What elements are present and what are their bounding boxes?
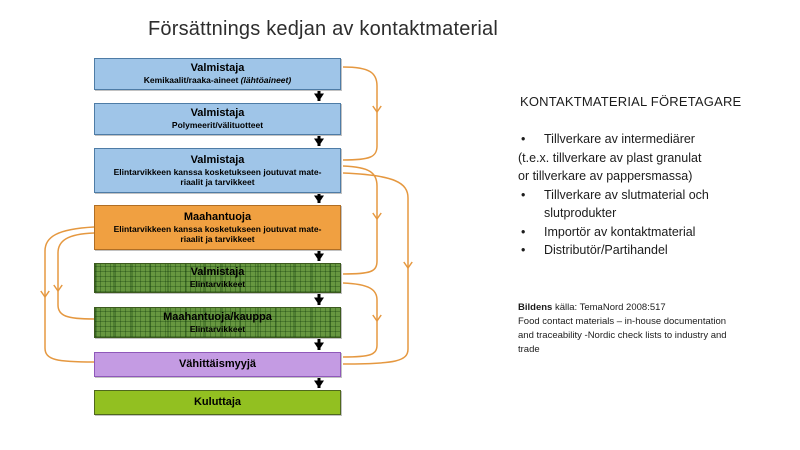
box-title: Valmistaja <box>190 153 245 166</box>
flow-box-valmistaja-elintarvikkeet: Valmistaja Elintarvikkeet <box>94 263 341 293</box>
flow-box-maahantuoja-kauppa: Maahantuoja/kauppa Elintarvikkeet <box>94 307 341 338</box>
orange-connector-box4-box7-b <box>44 297 95 363</box>
bullet-text: Tillverkare av slutmaterial och <box>544 187 709 202</box>
slide-title: Försättnings kedjan av kontaktmaterial <box>148 18 498 40</box>
box-title: Valmistaja <box>190 107 245 120</box>
orange-connector-box3-box7-a <box>342 172 413 270</box>
box-title: Vähittäismyyjä <box>178 358 257 370</box>
orange-connector-box5-box7-b <box>342 321 378 358</box>
orange-connector-box5-box7-a <box>342 282 382 323</box>
box-subtitle: Elintarvikkeen kanssa kosketukseen joutu… <box>113 166 322 177</box>
bullet-glyph: • <box>521 132 526 146</box>
flow-box-valmistaja-polymeerit: Valmistaja Polymeerit/välituotteet <box>94 103 341 135</box>
orange-connector-box3-box5-b <box>342 219 378 275</box>
orange-connector-box3-box7-b <box>342 268 409 365</box>
bullet-continuation: slutprodukter <box>518 204 793 223</box>
flow-box-valmistaja-raaka-aineet: Valmistaja Kemikaalit/raaka-aineet (läht… <box>94 58 341 90</box>
flow-box-vahittaismyyja: Vähittäismyyjä <box>94 352 341 377</box>
bullet-item: • Distributör/Partihandel <box>518 241 793 260</box>
bullet-glyph: • <box>521 187 526 202</box>
bullet-item: • Tillverkare av intermediärer <box>518 130 793 149</box>
box-subtitle: Elintarvikkeet <box>189 323 246 334</box>
source-bold: Bildens <box>518 302 553 313</box>
panel-heading: KONTAKTMATERIAL FÖRETAGARE <box>520 94 742 109</box>
box-title: Valmistaja <box>190 266 245 279</box>
bullet-continuation: (t.e.x. tillverkare av plast granulat <box>518 149 793 168</box>
box-subtitle-line2: riaalit ja tarvikkeet <box>180 234 255 244</box>
bullet-item: • Importör av kontaktmaterial <box>518 223 793 242</box>
orange-connector-box4-box6-b <box>57 291 95 320</box>
box-title: Maahantuoja <box>183 210 252 223</box>
bullet-text: Distributör/Partihandel <box>544 243 668 257</box>
box-subtitle-italic: (lähtöaineet) <box>240 75 292 86</box>
flow-box-kuluttaja: Kuluttaja <box>94 390 341 415</box>
box-subtitle: Polymeerit/välituotteet <box>171 120 264 131</box>
flow-box-valmistaja-kontaktmaterial: Valmistaja Elintarvikkeen kanssa kosketu… <box>94 148 341 193</box>
bullet-text: or tillverkare av pappersmassa) <box>518 169 693 183</box>
source-line-3: and traceability -Nordic check lists to … <box>518 330 727 341</box>
source-line-2: Food contact materials – in-house docume… <box>518 316 727 327</box>
box-title: Valmistaja <box>190 62 245 75</box>
box-subtitle-line2: riaalit ja tarvikkeet <box>180 177 255 187</box>
bullet-text: Importör av kontaktmaterial <box>544 224 696 239</box>
source-line-1: Bildens källa: TemaNord 2008:517 <box>518 302 666 313</box>
bullet-glyph: • <box>521 224 526 239</box>
orange-connector-box3-box5-a <box>342 165 382 221</box>
box-subtitle: Elintarvikkeet <box>189 279 246 290</box>
bullet-text: Tillverkare av intermediärer <box>544 132 695 146</box>
right-panel: KONTAKTMATERIAL FÖRETAGARE • Tillverkare… <box>518 93 793 260</box>
orange-connector-box4-box6-a <box>53 232 95 293</box>
image-source-note: Bildens källa: TemaNord 2008:517 Food co… <box>518 301 788 357</box>
flow-box-maahantuoja-kontaktmaterial: Maahantuoja Elintarvikkeen kanssa kosket… <box>94 205 341 250</box>
bullet-glyph: • <box>521 243 526 257</box>
orange-connector-box4-box7-a <box>40 226 95 299</box>
source-line-4: trade <box>518 344 540 355</box>
bullet-text: (t.e.x. tillverkare av plast granulat <box>518 150 702 165</box>
orange-connector-box1-box3-b <box>342 112 378 161</box>
bullet-item: • Tillverkare av slutmaterial och <box>518 186 793 205</box>
box-subtitle: Kemikaalit/raaka-aineet (lähtöaineet) <box>143 75 292 86</box>
bullet-continuation: or tillverkare av pappersmassa) <box>518 167 793 186</box>
box-title: Kuluttaja <box>193 396 242 408</box>
bullet-text: slutprodukter <box>544 206 617 220</box>
box-subtitle: Elintarvikkeen kanssa kosketukseen joutu… <box>113 223 322 234</box>
box-title: Maahantuoja/kauppa <box>163 310 272 323</box>
orange-connector-box1-box3-a <box>342 66 382 114</box>
